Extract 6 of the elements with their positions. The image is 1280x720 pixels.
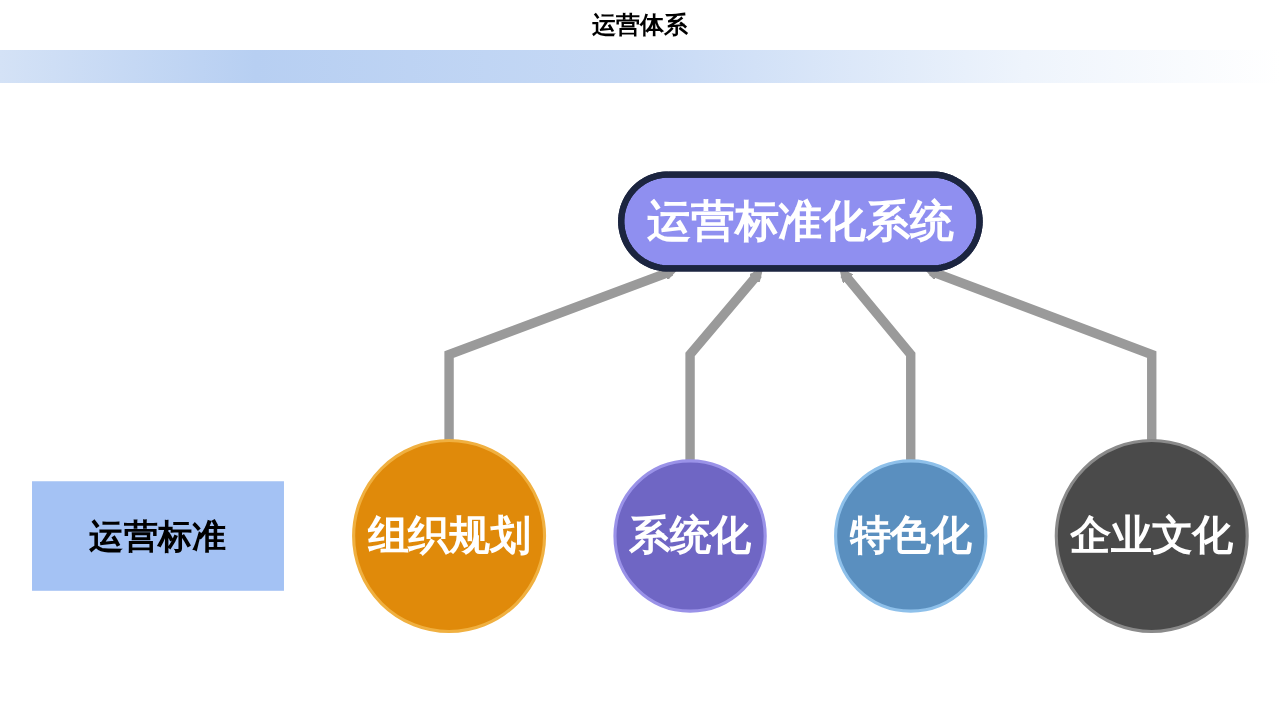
node-circle: 企业文化 (1054, 438, 1249, 633)
page-title: 运营体系 (592, 10, 688, 41)
node-circle: 特色化 (834, 458, 988, 613)
node-circle: 组织规划 (352, 438, 547, 633)
node-circle: 系统化 (613, 458, 767, 613)
node-box: 运营标准 (32, 480, 284, 591)
